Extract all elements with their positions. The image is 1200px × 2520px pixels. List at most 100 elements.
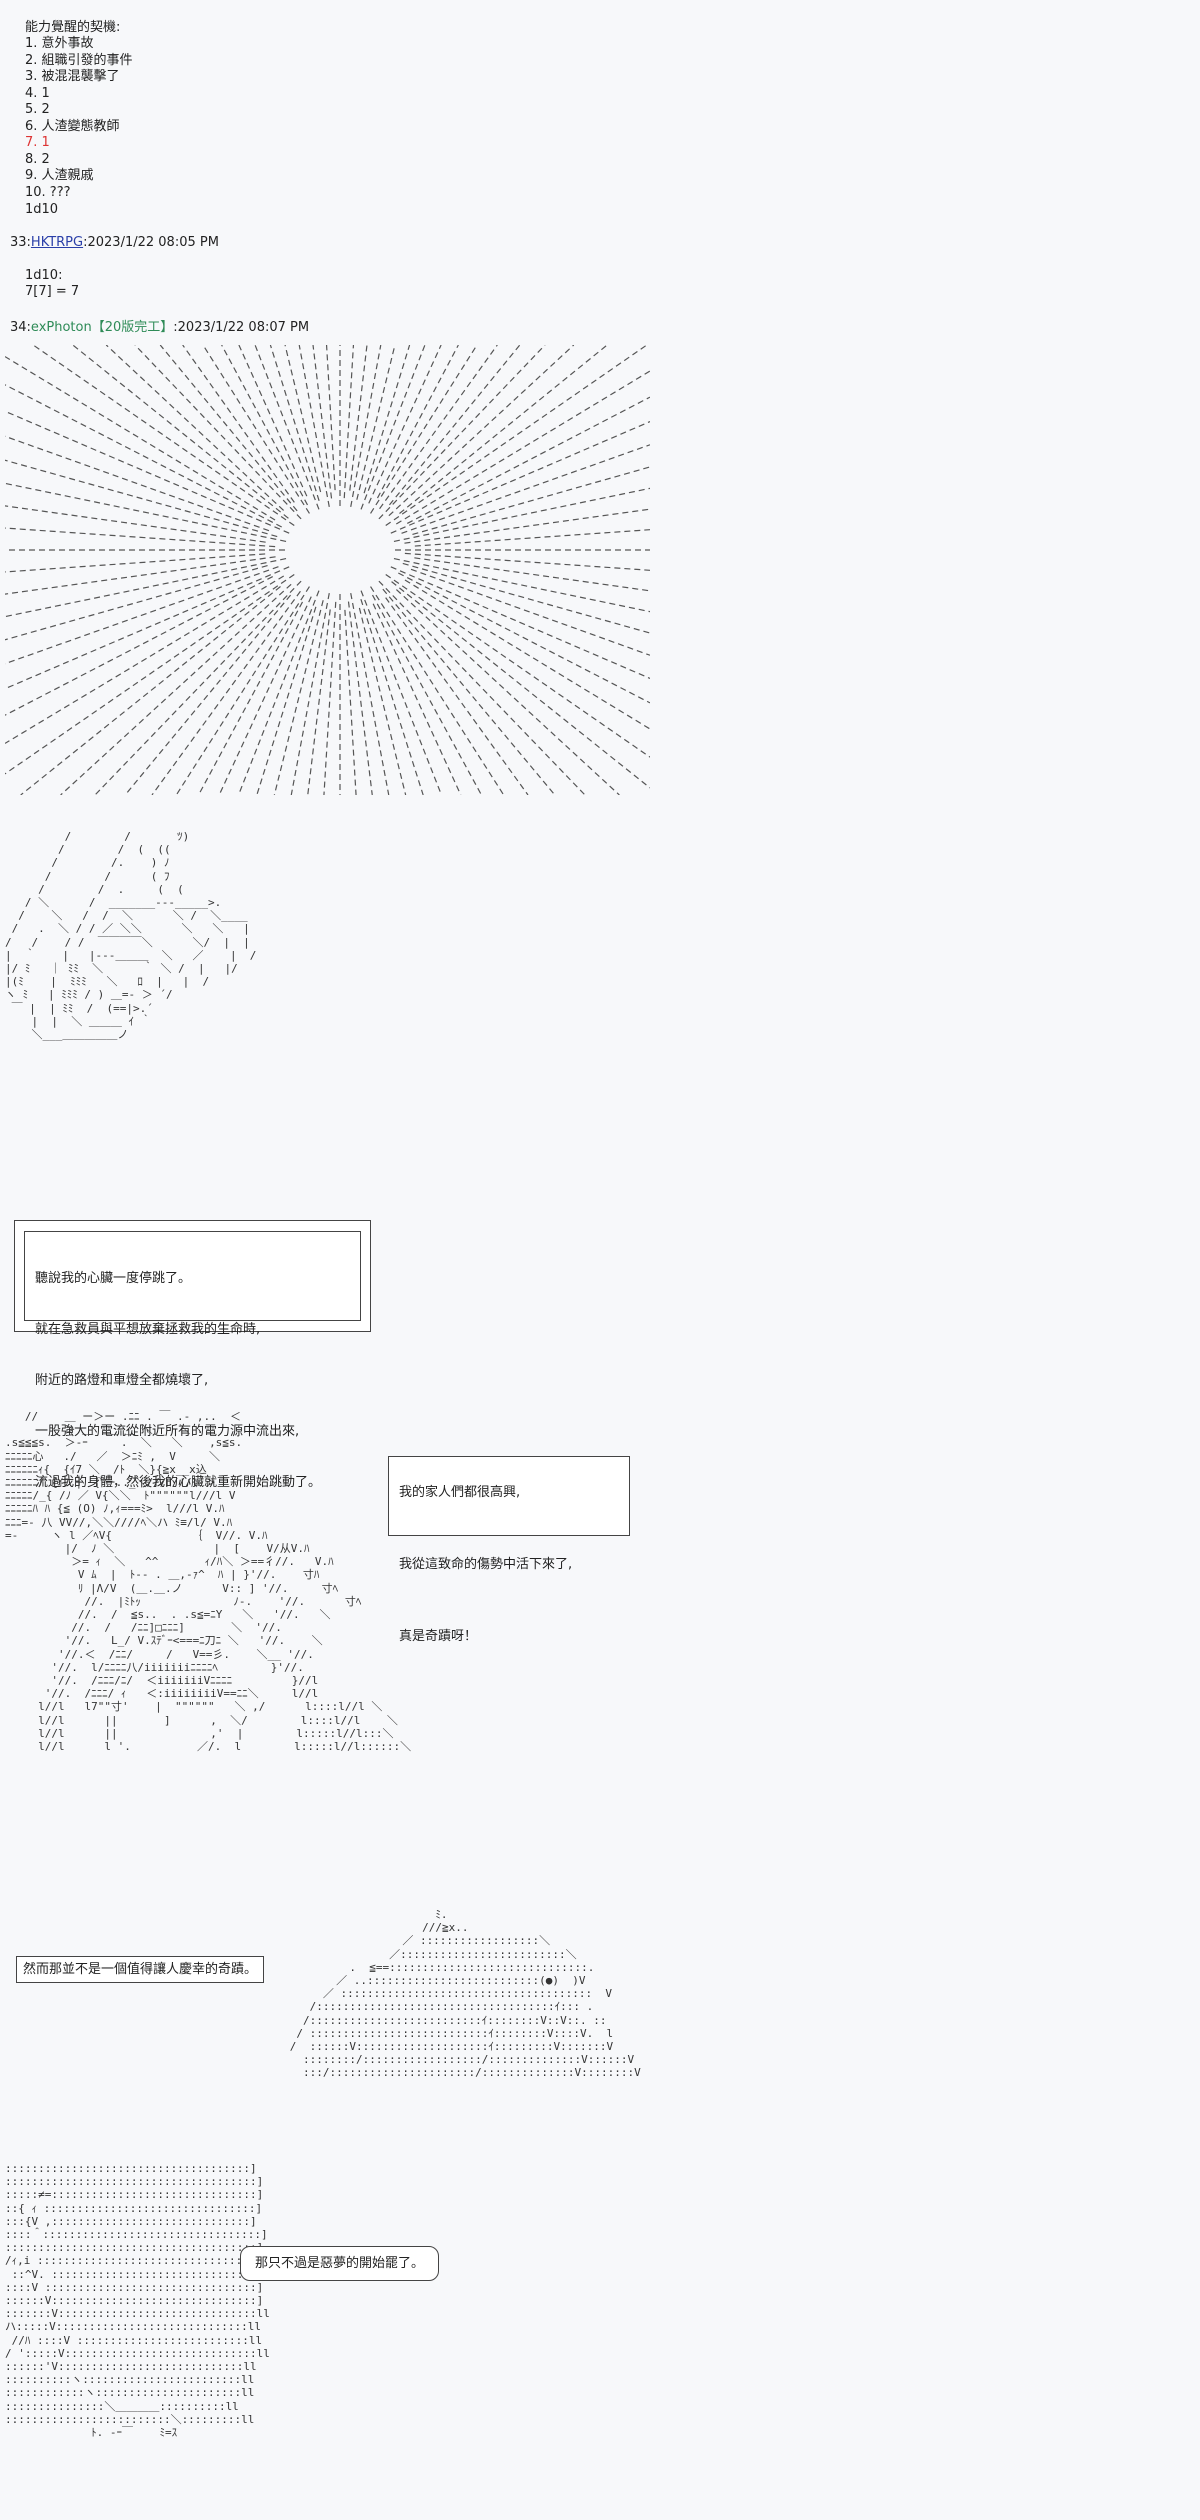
burst-ray: [5, 505, 266, 543]
speech-line: 我從這致命的傷勢中活下來了,: [399, 1557, 573, 1572]
roll-result: 7[7] = 7: [25, 284, 80, 299]
burst-ray: [159, 345, 298, 512]
burst-ray: [5, 553, 266, 573]
poster-name[interactable]: exPhoton: [30, 320, 92, 335]
narration-line: 一股強大的電流從附近所有的電力源中流出來,: [35, 1424, 300, 1439]
narration-line: 就在急救員與平想放棄拯救我的生命時,: [35, 1322, 261, 1337]
post-34-header: 34:exPhoton【20版完工】:2023/1/22 08:07 PM: [10, 316, 309, 335]
burst-ray: [105, 345, 285, 511]
burst-ray: [388, 345, 575, 517]
burst-ray: [218, 596, 312, 795]
burst-ray: [358, 607, 407, 795]
option-item: 10. ???: [25, 184, 71, 200]
speech-line: [399, 1595, 619, 1607]
burst-ray: [237, 590, 320, 795]
option-item: 2. 組職引發的事件: [25, 52, 133, 68]
burst-ray: [5, 566, 290, 690]
speech-line: 我的家人們都很高興,: [399, 1485, 521, 1500]
option-item: 8. 2: [25, 151, 50, 167]
burst-ray: [391, 581, 650, 789]
burst-ray: [360, 590, 443, 795]
burst-ray: [372, 603, 462, 795]
ascii-art-shadow: :::::::::::::::::::::::::::::::::::::] :…: [5, 2162, 270, 2440]
burst-ray: [404, 552, 650, 571]
poster-trip: 【20版完工】: [91, 320, 174, 335]
burst-ray: [256, 606, 317, 795]
narration-line: 聽說我的心臟一度停跳了。: [35, 1271, 192, 1286]
narration-line: 流過我的身體，然後我的心臟就重新開始跳動了。: [35, 1475, 322, 1490]
option-item: 7. 1: [25, 135, 50, 150]
burst-ray: [378, 580, 586, 795]
burst-ray: [72, 345, 289, 519]
burst-ray: [395, 589, 620, 795]
burst-ray: [20, 586, 281, 795]
burst-ray: [298, 345, 330, 507]
burst-ray: [410, 568, 650, 656]
burst-ray: [5, 356, 276, 521]
burst-ray: [312, 345, 333, 499]
burst-ray: [134, 345, 302, 520]
ascii-art-hand: / / ﾂ) / / ( (( / /. ) ﾉ / / ( ﾌ / / . (…: [5, 830, 257, 1042]
burst-ray: [385, 597, 529, 795]
option-item: 6. 人渣變態教師: [25, 118, 120, 134]
burst-ray: [356, 345, 396, 500]
burst-ray: [5, 435, 270, 532]
burst-ray: [399, 345, 608, 514]
burst-ray: [404, 508, 650, 544]
burst-ray: [94, 580, 302, 795]
burst-ray: [5, 384, 282, 528]
burst-ray: [202, 345, 310, 514]
burst-ray: [349, 345, 368, 491]
burst-ray: [5, 527, 276, 548]
burst-ray: [182, 345, 295, 503]
burst-ray: [290, 593, 330, 795]
burst-ray: [393, 487, 650, 543]
burst-ray: [406, 396, 650, 524]
roll-label: 1d10:: [25, 268, 63, 283]
burst-ray: [379, 345, 498, 510]
burst-ray: [390, 566, 650, 679]
post-33-header: 33:HKTRPG:2023/1/22 08:05 PM: [10, 235, 219, 250]
burst-ray: [175, 586, 310, 795]
burst-ray: [5, 482, 287, 543]
burst-ray: [344, 609, 357, 795]
burst-ray: [371, 594, 482, 795]
burst-ray: [370, 345, 478, 514]
burst-ray: [376, 345, 459, 499]
burst-ray: [325, 345, 336, 491]
narration-box-1-inner: 聽說我的心臟一度停跳了。 就在急救員與平想放棄拯救我的生命時, 附近的路燈和車燈…: [24, 1231, 361, 1490]
burst-ray: [385, 573, 650, 758]
burst-ray: [404, 579, 650, 730]
post-number: 33:: [10, 235, 31, 250]
poster-name-link[interactable]: HKTRPG: [30, 235, 84, 250]
burst-ray: [388, 345, 521, 506]
narration-box-1: 聽說我的心臟一度停跳了。 就在急救員與平想放棄拯救我的生命時, 附近的路燈和車燈…: [14, 1220, 371, 1490]
option-item: 3. 被混混襲擊了: [25, 69, 120, 84]
burst-ray: [323, 601, 337, 795]
burst-ray: [347, 601, 373, 795]
burst-ray: [363, 345, 411, 494]
burst-ray: [393, 557, 650, 613]
speech-line: 真是奇蹟呀！: [399, 1629, 478, 1644]
burst-ray: [395, 370, 650, 525]
burst-ray: [402, 562, 650, 634]
burst-ray: [151, 590, 301, 795]
narration-line: 附近的路燈和車燈全都燒壞了,: [35, 1373, 209, 1388]
option-item: 4. 1: [25, 85, 50, 101]
burst-ray: [412, 466, 650, 536]
burst-ray: [390, 421, 650, 534]
post-date: :2023/1/22 08:05 PM: [83, 235, 219, 250]
burst-ray: [5, 576, 274, 716]
burst-ray: [5, 573, 295, 775]
option-item: 5. 2: [25, 102, 50, 117]
burst-ray: [401, 444, 650, 534]
burst-ray: [5, 575, 285, 744]
option-item: 1. 意外事故: [25, 36, 94, 51]
burst-ray: [414, 529, 650, 547]
burst-ray: [368, 345, 442, 504]
burst-ray: [254, 345, 320, 510]
burst-ray: [307, 609, 331, 795]
burst-ray: [221, 345, 309, 506]
burst-ray: [5, 557, 287, 618]
